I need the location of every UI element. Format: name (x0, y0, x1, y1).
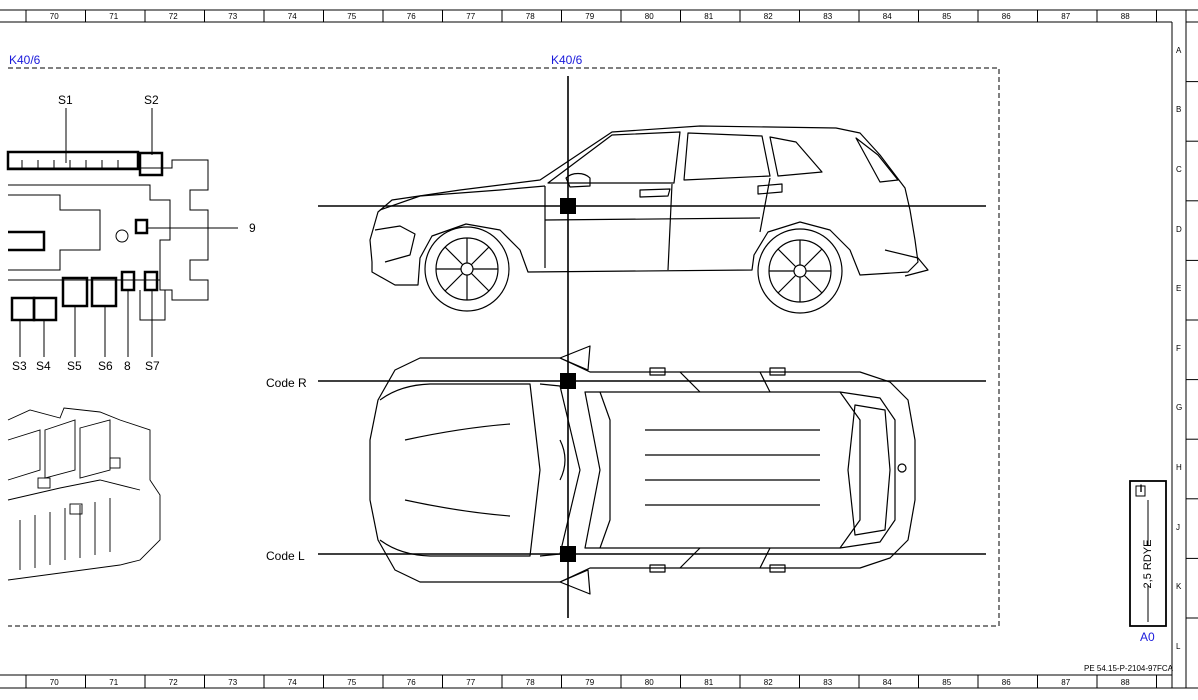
column-label: 72 (168, 12, 178, 21)
component-label-left[interactable]: K40/6 (9, 53, 41, 67)
row-label: B (1176, 105, 1182, 115)
row-label: L (1176, 641, 1181, 651)
column-label: 83 (823, 12, 833, 21)
column-label: 87 (1061, 678, 1071, 687)
column-label: 86 (1001, 12, 1011, 21)
column-label: 77 (466, 12, 476, 21)
fuse-label-s7: S7 (145, 359, 160, 373)
row-label: H (1176, 463, 1182, 472)
fuse-label-s1: S1 (58, 93, 73, 107)
fuse-label-s6: S6 (98, 359, 113, 373)
code-l-label: Code L (266, 549, 305, 563)
drawing-frame (0, 9, 1198, 689)
fuse-label-s2: S2 (144, 93, 159, 107)
column-label: 88 (1120, 12, 1130, 21)
location-lines (318, 76, 986, 618)
column-label: 71 (109, 12, 119, 21)
row-label: F (1176, 343, 1181, 353)
column-label: 76 (406, 678, 416, 687)
car-top-view (369, 345, 916, 595)
row-label: D (1176, 224, 1182, 234)
location-marker-side (560, 198, 576, 214)
column-label: 74 (287, 12, 297, 21)
info-icon[interactable]: i (1139, 484, 1143, 495)
row-label: A (1176, 45, 1182, 55)
column-label: 82 (763, 12, 773, 21)
column-label: 78 (525, 678, 535, 687)
row-label: C (1176, 165, 1182, 174)
column-label: 83 (823, 678, 833, 687)
component-label-center[interactable]: K40/6 (551, 53, 583, 67)
column-label: 84 (882, 12, 892, 21)
row-label: G (1176, 403, 1183, 413)
column-label: 87 (1061, 12, 1071, 21)
fuse-box-perspective (7, 407, 161, 581)
column-label: 70 (49, 678, 59, 687)
fuse-label-s3: S3 (12, 359, 27, 373)
column-label: 80 (644, 12, 654, 21)
column-label: 88 (1120, 678, 1130, 687)
fuse-box-drawing (6, 108, 238, 357)
column-label: 82 (763, 678, 773, 687)
wire-color-label: 2,5 RDYE (1142, 539, 1154, 589)
component-boundary-dashed (8, 67, 1000, 627)
location-marker-code-l (560, 546, 576, 562)
row-label: K (1176, 582, 1182, 592)
fuse-label-s5: S5 (67, 359, 82, 373)
column-label: 73 (228, 12, 238, 21)
column-label: 80 (644, 678, 654, 687)
column-label: 75 (347, 678, 357, 687)
column-ticks (25, 10, 1157, 688)
column-label: 72 (168, 678, 178, 687)
column-label: 70 (49, 12, 59, 21)
column-label: 78 (525, 12, 535, 21)
column-label: 85 (942, 678, 952, 687)
column-label: 74 (287, 678, 297, 687)
column-label: 75 (347, 12, 357, 21)
column-label: 73 (228, 678, 238, 687)
column-label: 86 (1001, 678, 1011, 687)
column-label: 77 (466, 678, 476, 687)
fuse-label-9: 9 (249, 221, 256, 235)
column-label: 76 (406, 12, 416, 21)
connector-box (1129, 480, 1167, 627)
connector-label-a0[interactable]: A0 (1140, 630, 1155, 644)
fuse-label-8: 8 (124, 359, 131, 373)
column-label: 71 (109, 678, 119, 687)
column-label: 79 (585, 12, 595, 21)
location-marker-code-r (560, 373, 576, 389)
column-label: 85 (942, 12, 952, 21)
document-id: PE 54.15-P-2104-97FCA (1084, 664, 1173, 673)
fuse-label-s4: S4 (36, 359, 51, 373)
column-label: 79 (585, 678, 595, 687)
row-ticks (1186, 21, 1198, 619)
column-label: 84 (882, 678, 892, 687)
column-label: 81 (704, 12, 714, 21)
car-side-view (369, 125, 929, 314)
code-r-label: Code R (266, 376, 307, 390)
column-label: 81 (704, 678, 714, 687)
row-label: J (1176, 522, 1180, 532)
row-label: E (1176, 284, 1182, 294)
